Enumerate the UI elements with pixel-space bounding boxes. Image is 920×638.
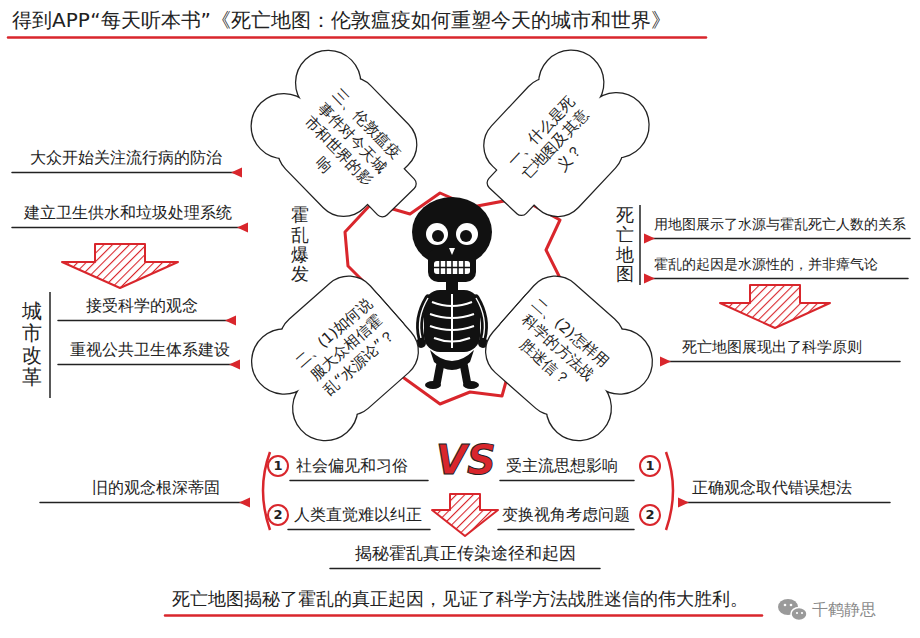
wechat-icon <box>778 599 807 621</box>
underline <box>288 529 430 531</box>
underline <box>500 480 634 482</box>
bubble <box>791 608 807 621</box>
nose <box>449 248 455 255</box>
bubble-eye <box>796 612 798 614</box>
underline <box>8 36 706 39</box>
bracket <box>666 452 673 530</box>
underline <box>330 568 600 570</box>
callout-number: 2 <box>269 506 287 524</box>
bubble-eye <box>784 604 787 607</box>
vs-mark: VS <box>436 436 496 484</box>
foot <box>425 381 441 389</box>
underline <box>58 320 234 322</box>
bone-body <box>269 265 430 426</box>
underline <box>646 278 908 280</box>
arm-bones <box>420 298 485 338</box>
note-text: 人类直觉难以纠正 <box>294 505 422 524</box>
note-text: 大众开始关注流行病的防治 <box>30 148 222 167</box>
underline <box>58 364 238 366</box>
ribs <box>430 294 474 348</box>
skeleton <box>412 197 492 389</box>
note-text: 用地图展示了水源与霍乱死亡人数的关系 <box>654 216 906 233</box>
striped-arrow <box>432 494 498 536</box>
underline <box>12 172 240 174</box>
title: 得到APP“每天听本书”《死亡地图：伦敦瘟疫如何重塑今天的城市和世界》 <box>12 8 671 32</box>
note-text: 旧的观念根深蒂固 <box>92 478 220 497</box>
number-circle: 2 <box>639 504 661 526</box>
torso <box>424 290 480 352</box>
note-text: 死亡地图展现出了科学原则 <box>682 338 862 356</box>
pointer-triangle <box>644 234 655 244</box>
underline <box>290 480 428 482</box>
note-text: 建立卫生供水和垃圾处理系统 <box>24 203 232 222</box>
underline <box>646 238 910 240</box>
pointer-triangle <box>229 360 240 370</box>
bone-body <box>472 67 633 228</box>
foot <box>463 381 479 389</box>
callout-number: 1 <box>269 457 287 475</box>
note-text: 正确观念取代错误想法 <box>692 478 852 497</box>
pointer-triangle <box>225 316 236 326</box>
pointer-triangle <box>644 274 655 284</box>
vertical-heading: 城市改革 <box>22 300 42 388</box>
bone-body <box>472 67 633 228</box>
pointer-triangle <box>660 357 671 367</box>
striped-arrow <box>62 244 178 288</box>
teeth <box>434 261 470 274</box>
pointer-triangle <box>239 498 250 508</box>
bubble-eye <box>801 612 803 614</box>
bone-body <box>474 265 635 426</box>
callout-number: 2 <box>641 506 659 524</box>
bone-body <box>269 265 430 426</box>
underline <box>40 502 248 504</box>
bone-body <box>266 67 427 228</box>
number-circle: 2 <box>267 504 289 526</box>
number-circle: 1 <box>639 455 661 477</box>
pupil <box>460 230 472 242</box>
underline <box>662 361 900 363</box>
note-text: 社会偏见和习俗 <box>296 456 408 475</box>
note-text: 千鹤静思 <box>812 600 876 619</box>
pointer-triangle <box>237 223 248 233</box>
pointer-triangle <box>678 498 689 508</box>
legs <box>437 366 467 382</box>
pupil <box>432 230 444 242</box>
vertical-heading: 死亡地图 <box>616 205 634 284</box>
jaw <box>428 248 476 282</box>
neck <box>446 281 458 291</box>
bracket-line <box>49 292 51 398</box>
bubble-eye <box>790 604 793 607</box>
underline <box>165 614 762 617</box>
callout-number: 1 <box>641 457 659 475</box>
note-text: 受主流思想影响 <box>506 456 618 475</box>
mouth <box>434 261 470 274</box>
note-text: 接受科学的观念 <box>86 296 198 315</box>
eye <box>426 223 448 245</box>
note-text: 重视公共卫生体系建设 <box>70 340 230 359</box>
striped-arrow <box>720 285 830 328</box>
eye <box>456 223 478 245</box>
caption: 死亡地图揭秘了霍乱的真正起因，见证了科学方法战胜迷信的伟大胜利。 <box>172 588 748 610</box>
underline <box>498 529 634 531</box>
note-text: 变换视角考虑问题 <box>502 505 630 524</box>
note-text: 霍乱的起因是水源性的，并非瘴气论 <box>654 256 878 273</box>
arms <box>420 298 485 338</box>
underline <box>12 227 246 229</box>
vertical-heading: 霍乱爆发 <box>291 205 309 284</box>
pointer-triangle <box>231 168 242 178</box>
number-circle: 1 <box>267 455 289 477</box>
bone-body <box>474 265 635 426</box>
bracket-line <box>639 205 641 285</box>
note-text: 揭秘霍乱真正传染途径和起因 <box>355 543 576 563</box>
underline <box>680 502 890 504</box>
bone-body <box>266 67 427 228</box>
